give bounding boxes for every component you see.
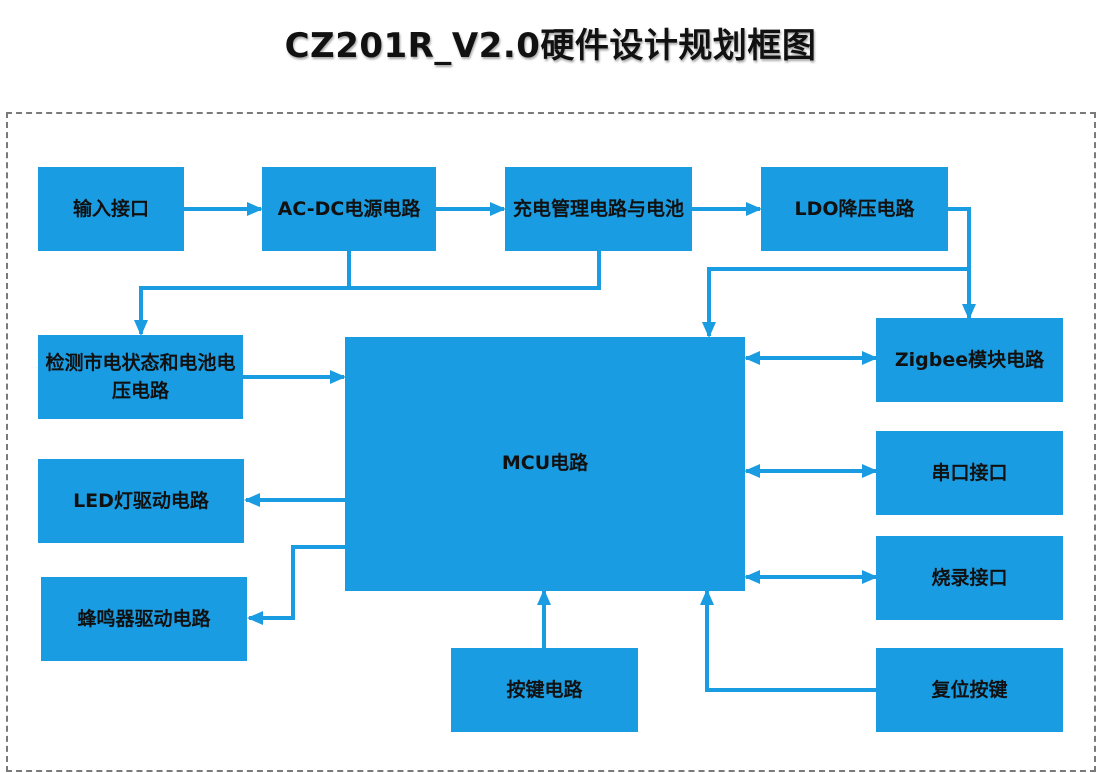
zigbee-module-block: Zigbee模块电路 bbox=[876, 318, 1063, 402]
ldo-regulator-block: LDO降压电路 bbox=[761, 167, 948, 251]
reset-button-block: 复位按键 bbox=[876, 648, 1063, 732]
burn-port-block: 烧录接口 bbox=[876, 536, 1063, 620]
arrow-ldo-to-zigbee bbox=[948, 207, 976, 320]
line-charge-to-detect bbox=[349, 250, 601, 290]
diagram-frame bbox=[6, 112, 1096, 772]
buzzer-driver-block: 蜂鸣器驱动电路 bbox=[41, 577, 247, 661]
arrow-acdc-to-detect bbox=[134, 250, 351, 336]
input-port-block: 输入接口 bbox=[38, 167, 184, 251]
key-circuit-block: 按键电路 bbox=[451, 648, 638, 732]
arrow-reset-to-mcu bbox=[700, 589, 876, 692]
uart-port-block: 串口接口 bbox=[876, 431, 1063, 515]
charge-management-block: 充电管理电路与电池 bbox=[505, 167, 692, 251]
ac-dc-power-block: AC-DC电源电路 bbox=[262, 167, 436, 251]
diagram-title: CZ201R_V2.0硬件设计规划框图 bbox=[284, 26, 817, 66]
mains-battery-detect-block: 检测市电状态和电池电压电路 bbox=[38, 335, 243, 419]
arrow-mcu-to-buzzer bbox=[247, 545, 345, 625]
arrow-ldo-to-mcu bbox=[702, 267, 969, 338]
led-driver-block: LED灯驱动电路 bbox=[38, 459, 244, 543]
mcu-block: MCU电路 bbox=[345, 337, 745, 591]
